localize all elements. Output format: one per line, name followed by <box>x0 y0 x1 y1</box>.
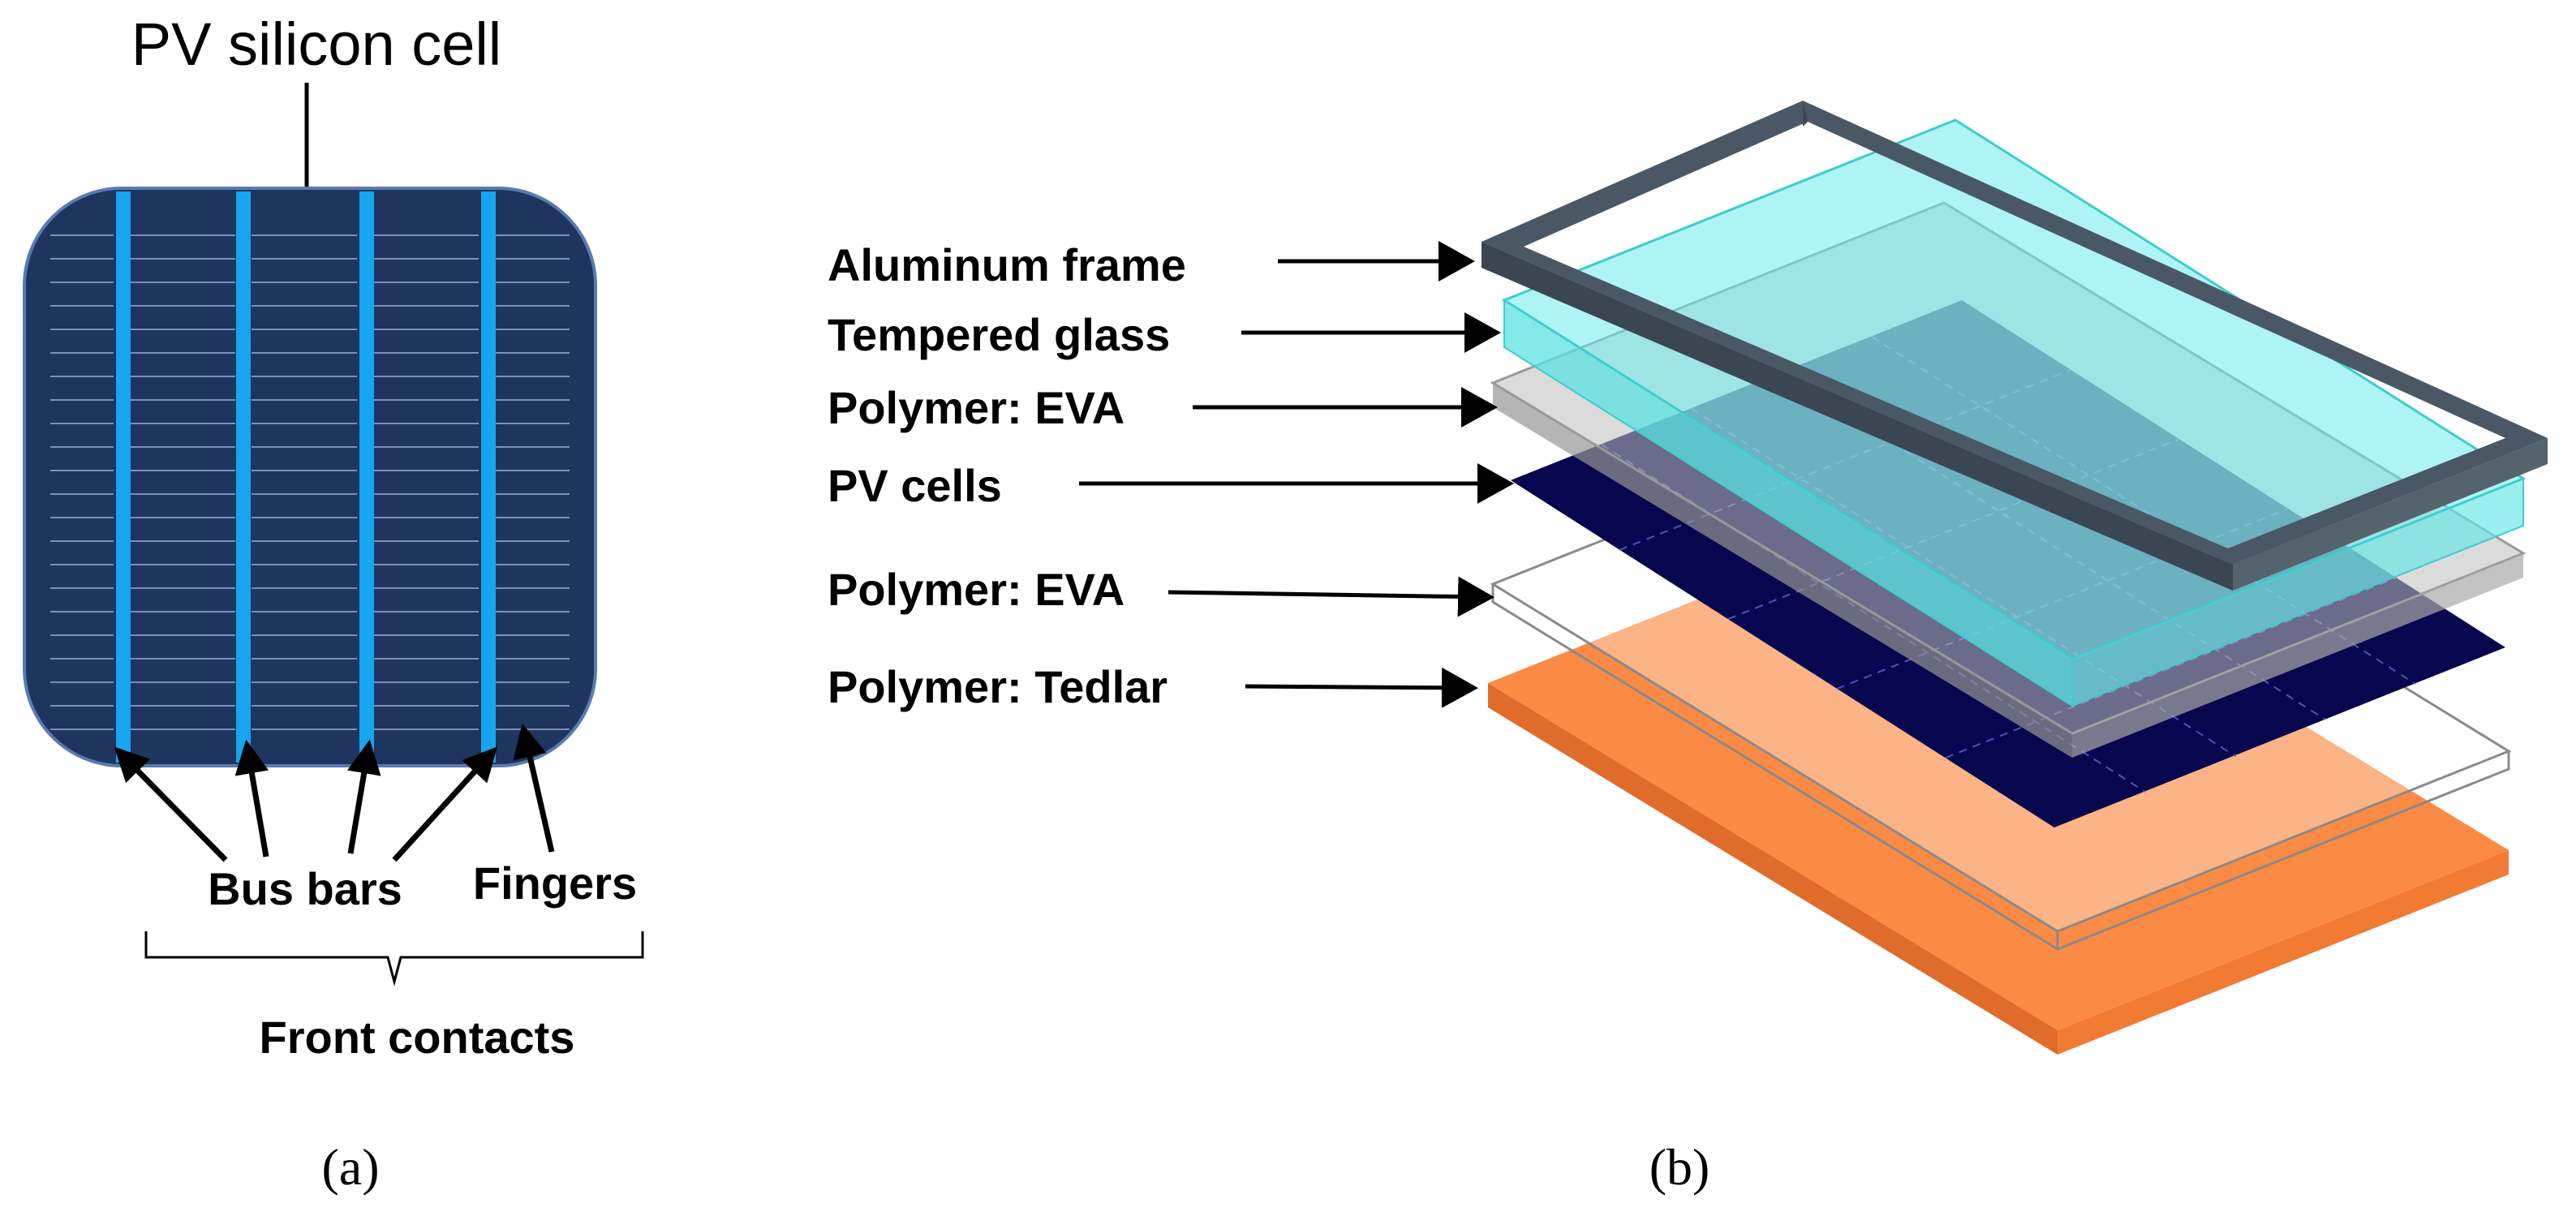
pv-cell <box>23 187 597 767</box>
layer-label-aluminum-frame: Aluminum frame <box>828 239 1186 290</box>
bus-bar-4 <box>481 191 496 763</box>
fingers-label: Fingers <box>473 857 637 909</box>
busbar-arrow-2 <box>234 739 269 857</box>
layer-labels: Aluminum frame Tempered glass Polymer: E… <box>828 239 1186 712</box>
bus-bars-label: Bus bars <box>208 863 402 914</box>
cell-fingers <box>50 234 570 730</box>
busbar-arrow-1 <box>114 746 228 862</box>
busbar-arrow-4 <box>392 746 498 862</box>
panel-b-letter: (b) <box>1649 1138 1710 1196</box>
front-contacts-brace <box>144 931 644 986</box>
bus-bar-2 <box>236 191 251 763</box>
cell-busbars <box>116 191 496 763</box>
bus-bar-1 <box>116 191 131 763</box>
layer-label-tedlar: Polymer: Tedlar <box>828 661 1168 712</box>
arrow-eva-lower <box>1168 576 1494 617</box>
layer-label-tempered-glass: Tempered glass <box>828 309 1170 360</box>
layer-aluminum-frame <box>1482 101 2548 591</box>
layer-arrows <box>1079 241 1514 708</box>
arrow-tedlar <box>1245 667 1478 708</box>
layer-tempered-glass <box>1501 118 2527 707</box>
bus-bar-3 <box>359 191 374 763</box>
busbar-arrow-3 <box>347 739 381 854</box>
cell-title: PV silicon cell <box>131 11 502 78</box>
finger-arrow <box>513 723 555 853</box>
layer-label-eva-lower: Polymer: EVA <box>828 564 1125 615</box>
busbar-arrows <box>114 723 555 862</box>
layer-label-eva-upper: Polymer: EVA <box>828 382 1125 433</box>
panel-a: PV silicon cell Bus bars Fingers Front c… <box>23 11 644 1196</box>
front-contacts-label: Front contacts <box>260 1012 575 1063</box>
layer-label-pv-cells: PV cells <box>828 460 1002 511</box>
panel-b: Aluminum frame Tempered glass Polymer: E… <box>828 101 2548 1196</box>
panel-a-letter: (a) <box>321 1138 379 1196</box>
